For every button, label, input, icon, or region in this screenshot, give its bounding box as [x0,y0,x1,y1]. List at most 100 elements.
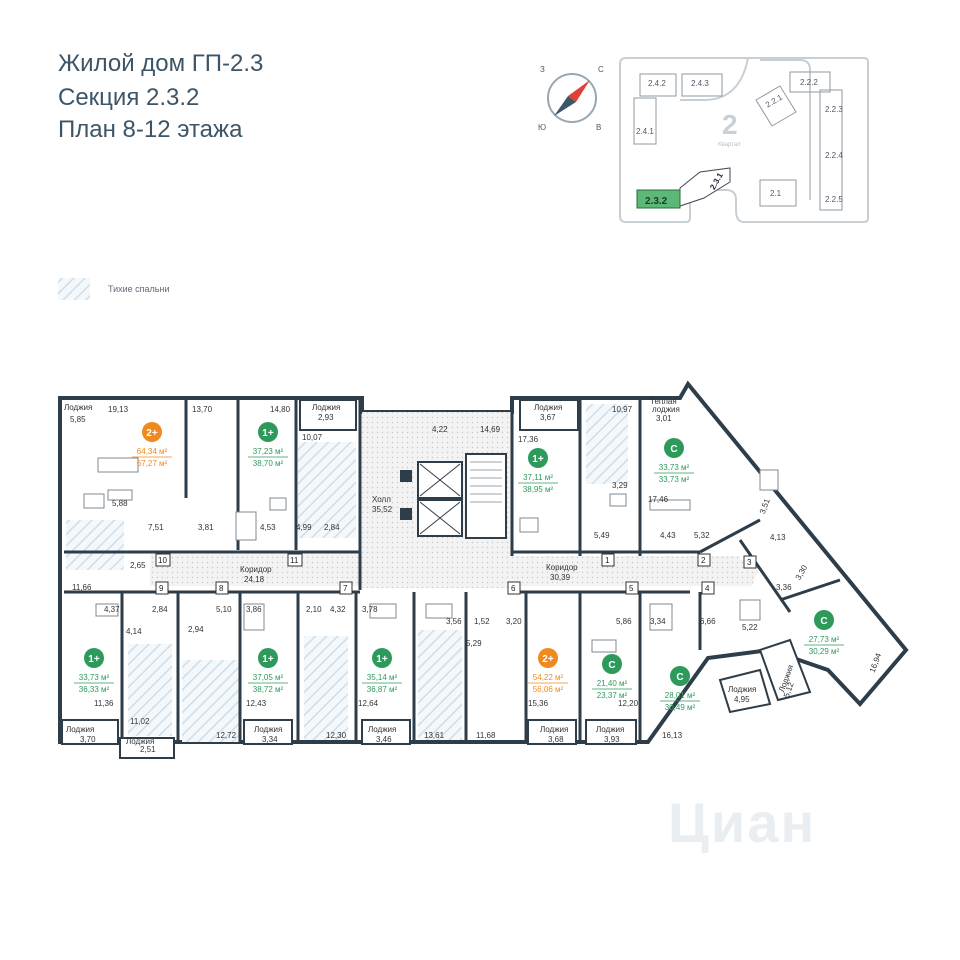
svg-text:Теплая: Теплая [650,397,677,406]
svg-text:5,86: 5,86 [616,617,632,626]
apartment-type-label: 2+ [146,428,158,439]
floor-plan [58,380,909,759]
svg-text:3,93: 3,93 [604,735,620,744]
svg-text:4,32: 4,32 [330,605,346,614]
svg-text:2: 2 [722,109,738,140]
svg-text:Коридор: Коридор [240,565,272,574]
svg-text:4: 4 [705,584,710,593]
svg-text:Коридор: Коридор [546,563,578,572]
svg-text:6,66: 6,66 [700,617,716,626]
svg-text:1: 1 [605,556,610,565]
svg-text:2,51: 2,51 [140,745,156,754]
apartment-type-label: 1+ [532,454,544,465]
svg-text:13,70: 13,70 [192,405,213,414]
apartment-total-area: 36,87 м² [367,685,398,694]
svg-text:3,36: 3,36 [776,583,792,592]
apartment-type-badge [814,610,834,630]
svg-text:5,32: 5,32 [694,531,710,540]
svg-text:2,84: 2,84 [152,605,168,614]
svg-text:11,02: 11,02 [130,717,150,726]
apartment-living-area: 37,11 м² [523,473,553,482]
svg-text:З: З [540,65,545,74]
apartment-type-badge [258,648,278,668]
apartment-type-badge [372,648,392,668]
svg-text:В: В [596,123,601,132]
apartment-type-badge [670,666,690,686]
svg-text:2.4.1: 2.4.1 [636,127,654,136]
svg-text:4,95: 4,95 [734,695,750,704]
svg-text:7: 7 [343,584,348,593]
svg-text:3: 3 [747,558,752,567]
apartment-type-label: 1+ [262,428,274,439]
svg-text:2,93: 2,93 [318,413,334,422]
apartment-type-label: 2+ [542,654,554,665]
svg-text:3,70: 3,70 [80,735,96,744]
site-plan: 2.4.2 2.4.3 2.2.1 2.2.2 2.2.3 2.4.1 2.2.… [619,57,869,223]
apartment-type-badge [538,648,558,668]
svg-text:3,34: 3,34 [650,617,666,626]
svg-text:3,34: 3,34 [262,735,278,744]
svg-text:3,01: 3,01 [656,414,672,423]
svg-text:14,69: 14,69 [480,425,501,434]
svg-text:14,80: 14,80 [270,405,291,414]
svg-text:4,13: 4,13 [770,533,786,542]
svg-text:3,56: 3,56 [446,617,462,626]
svg-text:10,07: 10,07 [302,433,323,442]
apartment-type-label: 1+ [262,654,274,665]
section-title: Секция 2.3.2 [58,84,200,111]
svg-text:2,84: 2,84 [324,523,340,532]
svg-text:6: 6 [511,584,516,593]
svg-text:2.2.2: 2.2.2 [800,78,818,87]
svg-text:Лоджия: Лоджия [126,737,154,746]
svg-text:4,99: 4,99 [296,523,312,532]
apartment-total-area: 23,37 м² [597,691,628,700]
svg-text:Лоджия: Лоджия [728,685,756,694]
svg-text:Лоджия: Лоджия [540,725,568,734]
apartment-type-badge [528,448,548,468]
svg-text:13,61: 13,61 [424,731,445,740]
apartment-total-area: 67,27 м² [137,459,168,468]
svg-text:3,20: 3,20 [506,617,522,626]
svg-text:3,78: 3,78 [362,605,378,614]
svg-text:24,18: 24,18 [244,575,265,584]
room-labels: Лоджия 5,85 19,13 13,70 14,80 10,07 Лодж… [64,397,883,754]
apartment-living-area: 27,73 м² [809,635,840,644]
apartment-total-area: 30,29 м² [809,647,840,656]
apartment-total-area: 38,72 м² [253,685,284,694]
svg-text:3,46: 3,46 [376,735,392,744]
apartment-total-area: 38,95 м² [523,485,554,494]
apartment-total-area: 36,33 м² [79,685,110,694]
svg-text:Лоджия: Лоджия [596,725,624,734]
apartment-total-area: 30,49 м² [665,703,696,712]
svg-text:2,94: 2,94 [188,625,204,634]
apartment-type-badge [142,422,162,442]
svg-text:1,52: 1,52 [474,617,490,626]
apartment-type-label: С [608,660,615,671]
apartment-type-badge [258,422,278,442]
apartment-type-label: С [670,444,677,455]
apartment-total-area: 56,06 м² [533,685,564,694]
svg-text:3,67: 3,67 [540,413,556,422]
svg-text:11,68: 11,68 [476,731,496,740]
svg-text:3,29: 3,29 [612,481,628,490]
svg-text:Лоджия: Лоджия [64,403,92,412]
svg-text:Лоджия: Лоджия [368,725,396,734]
apartment-living-area: 33,73 м² [79,673,110,682]
svg-text:11,66: 11,66 [72,583,92,592]
apartment-type-badge [602,654,622,674]
apartment-living-area: 54,22 м² [533,673,564,682]
svg-text:Лоджия: Лоджия [312,403,340,412]
svg-text:Лоджия: Лоджия [66,725,94,734]
svg-text:10: 10 [158,556,167,565]
svg-text:3,68: 3,68 [548,735,564,744]
svg-text:Квартал: Квартал [718,142,741,148]
svg-text:5,49: 5,49 [594,531,610,540]
svg-text:10,97: 10,97 [612,405,633,414]
svg-text:Ю: Ю [538,123,546,132]
svg-text:3,86: 3,86 [246,605,262,614]
svg-text:2,65: 2,65 [130,561,146,570]
floor-plan-title: План 8-12 этажа [58,116,243,143]
apartment-living-area: 37,05 м² [253,673,284,682]
svg-text:3,81: 3,81 [198,523,214,532]
